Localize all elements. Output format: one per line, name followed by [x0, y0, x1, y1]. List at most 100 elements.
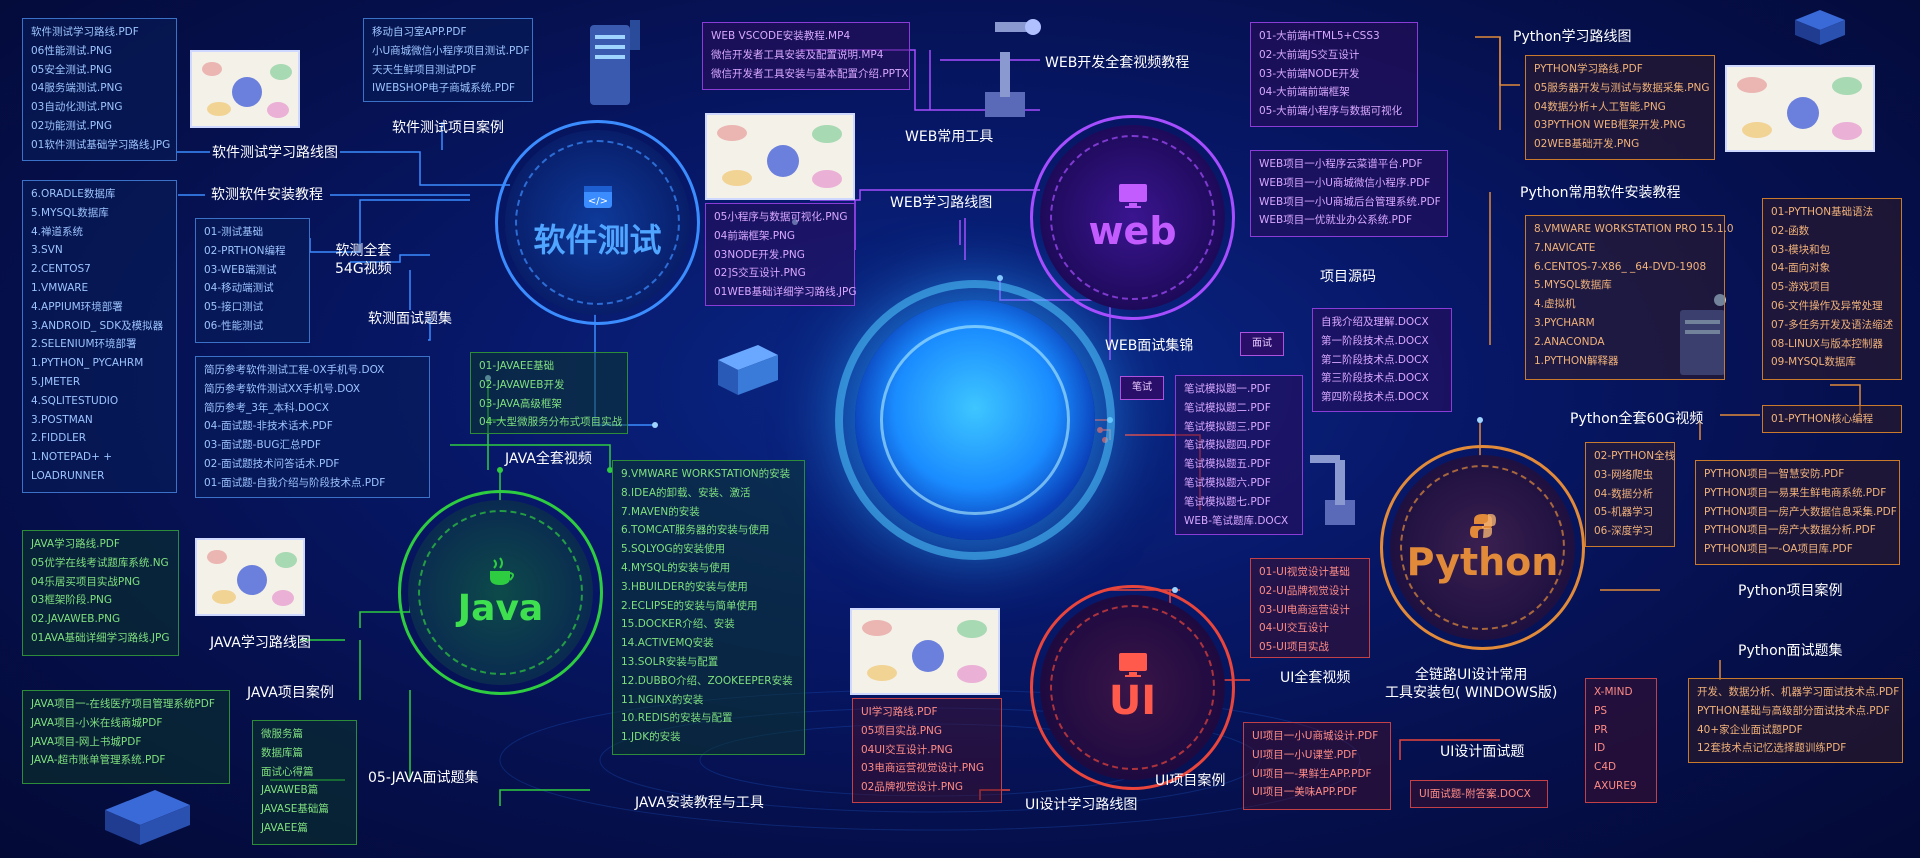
list-item[interactable]: WEB项目一小U商城后台管理系统.PDF — [1259, 195, 1441, 208]
list-item[interactable]: 14.ACTIVEMQ安装 — [621, 637, 714, 650]
list-item[interactable]: 03-JAVA高级框架 — [479, 397, 562, 410]
list-item[interactable]: 7.MAVEN的安装 — [621, 505, 700, 518]
list-item[interactable]: 5.JMETER — [31, 375, 81, 388]
list-item[interactable]: UI面试题-附答案.DOCX — [1419, 788, 1531, 800]
list-item[interactable]: PS — [1594, 704, 1607, 717]
list-item[interactable]: 4.虚拟机 — [1534, 298, 1576, 311]
list-item[interactable]: UI项目一-果鲜生APP.PDF — [1252, 767, 1372, 780]
list-item[interactable]: 2.CENTOS7 — [31, 263, 91, 276]
list-item[interactable]: 开发、数据分析、机器学习面试技术点.PDF — [1697, 686, 1900, 698]
list-item[interactable]: 13.SOLR安装与配置 — [621, 655, 719, 668]
list-item[interactable]: 2.ANACONDA — [1534, 335, 1605, 348]
list-item[interactable]: 8.IDEA的卸载、安装、激活 — [621, 486, 751, 499]
list-item[interactable]: 移动自习室APP.PDF — [372, 26, 467, 38]
roadmap-thumbnail-ui[interactable] — [850, 608, 1000, 695]
list-item[interactable]: LOADRUNNER — [31, 469, 105, 482]
list-item[interactable]: 简历参考软件测试XX手机号.DOX — [204, 382, 361, 395]
list-item[interactable]: 笔试模拟题四.PDF — [1184, 439, 1271, 452]
list-item[interactable]: 笔试模拟题三.PDF — [1184, 420, 1271, 433]
list-item[interactable]: 05安全测试.PNG — [31, 63, 113, 76]
list-item[interactable]: 笔试模拟题七.PDF — [1184, 495, 1271, 508]
list-item[interactable]: 微服务篇 — [261, 728, 303, 740]
list-item[interactable]: 04-UI交互设计 — [1259, 622, 1329, 635]
list-item[interactable]: 02-JAVAWEB开发 — [479, 378, 565, 391]
list-item[interactable]: JAVA项目一-在线医疗项目管理系统PDF — [31, 698, 215, 710]
list-item[interactable]: 5.SQLYOG的安装使用 — [621, 543, 726, 556]
list-item[interactable]: 02-函数 — [1771, 224, 1810, 237]
list-item[interactable]: 04-移动端测试 — [204, 282, 274, 295]
list-item[interactable]: 1.NOTEPAD+ + — [31, 451, 113, 464]
list-item[interactable]: 02-UI品牌视觉设计 — [1259, 584, 1350, 597]
list-item[interactable]: 01-测试基础 — [204, 226, 264, 238]
list-item[interactable]: 1.PYTHON解释器 — [1534, 354, 1619, 367]
list-item[interactable]: WEB VSCODE安装教程.MP4 — [711, 30, 851, 42]
list-item[interactable]: 简历参考_3年_本科.DOCX — [204, 401, 329, 414]
list-item[interactable]: UI项目一小U课堂.PDF — [1252, 748, 1358, 761]
list-item[interactable]: 笔试模拟题二.PDF — [1184, 401, 1271, 414]
list-item[interactable]: 6.ORADLE数据库 — [31, 188, 116, 200]
list-item[interactable]: 简历参考软件测试工程-0X手机号.DOX — [204, 364, 385, 376]
list-item[interactable]: C4D — [1594, 761, 1617, 774]
list-item[interactable]: UI学习路线.PDF — [861, 706, 938, 718]
roadmap-thumbnail-python[interactable] — [1725, 65, 1875, 152]
list-item[interactable]: 1.PYTHON_ PYCAHRM — [31, 357, 144, 370]
list-item[interactable]: 6.CENTOS-7-X86_ _64-DVD-1908 — [1534, 260, 1707, 273]
list-item[interactable]: 04乐居买项目实战PNG — [31, 575, 141, 588]
list-item[interactable]: 10.REDIS的安装与配置 — [621, 712, 733, 725]
list-item[interactable]: PYTHON项目一房产大数据分析.PDF — [1704, 524, 1876, 537]
list-item[interactable]: 12套技术点记忆选择题训练PDF — [1697, 742, 1847, 755]
list-item[interactable]: 06-性能测试 — [204, 319, 264, 332]
list-item[interactable]: JAVAEE篇 — [261, 821, 308, 834]
list-item[interactable]: 03电商运营视觉设计.PNG — [861, 762, 985, 775]
list-item[interactable]: 05-机器学习 — [1594, 506, 1654, 519]
list-item[interactable]: 04-面试题-非技术话术.PDF — [204, 420, 333, 433]
list-item[interactable]: 8.VMWARE WORKSTATION PRO 15.1.0 — [1534, 223, 1734, 235]
list-item[interactable]: 05-游戏项目 — [1771, 281, 1831, 294]
list-item[interactable]: 小U商城微信小程序项目测试.PDF — [372, 44, 530, 57]
list-item[interactable]: WEB项目一小程序云菜谱平台.PDF — [1259, 158, 1423, 170]
list-item[interactable]: 02.JAVAWEB.PNG — [31, 613, 121, 626]
list-item[interactable]: WEB项目一优就业办公系统.PDF — [1259, 214, 1413, 227]
list-item[interactable]: 01-面试题-自我介绍与阶段技术点.PDF — [204, 476, 386, 489]
list-item[interactable]: 01-大前端HTML5+CSS3 — [1259, 30, 1380, 42]
list-item[interactable]: JAVA项目-小米在线商城PDF — [31, 716, 163, 729]
list-item[interactable]: 软件测试学习路线.PDF — [31, 26, 139, 38]
list-item[interactable]: 7.NAVICATE — [1534, 241, 1596, 254]
list-item[interactable]: 微信开发者工具安装及配置说明.MP4 — [711, 48, 884, 61]
list-item[interactable]: PYTHON项目一智慧安防.PDF — [1704, 468, 1845, 480]
list-item[interactable]: 03-WEB端测试 — [204, 263, 277, 276]
list-item[interactable]: 04-数据分析 — [1594, 487, 1654, 500]
list-item[interactable]: 1.JDK的安装 — [621, 731, 681, 744]
list-item[interactable]: JAVA项目-网上书城PDF — [31, 735, 142, 748]
list-item[interactable]: 微信开发者工具安装与基本配置介绍.PPTX — [711, 67, 909, 80]
list-item[interactable]: 5.MYSQL数据库 — [31, 206, 109, 219]
list-item[interactable]: WEB-笔试题库.DOCX — [1184, 514, 1289, 527]
list-item[interactable]: 04-大型微服务分布式项目实战 — [479, 416, 623, 429]
hub-ui[interactable]: UI — [1030, 585, 1235, 790]
list-item[interactable]: 02-面试题技术问答话术.PDF — [204, 457, 340, 470]
roadmap-thumbnail-test[interactable] — [190, 50, 300, 128]
list-item[interactable]: ID — [1594, 742, 1606, 755]
hub-web[interactable]: web — [1030, 115, 1235, 320]
list-item[interactable]: 第二阶段技术点.DOCX — [1321, 353, 1429, 366]
web-interview-tag[interactable]: 面试 — [1240, 332, 1284, 356]
list-item[interactable]: 09-MYSQL数据库 — [1771, 356, 1856, 369]
list-item[interactable]: 02功能测试.PNG — [31, 119, 113, 132]
list-item[interactable]: PYTHON基础与高级部分面试技术点.PDF — [1697, 704, 1890, 717]
list-item[interactable]: PYTHON项目一-OA项目库.PDF — [1704, 543, 1853, 556]
list-item[interactable]: JAVA-超市账单管理系统.PDF — [31, 754, 166, 767]
list-item[interactable]: 3.POSTMAN — [31, 413, 93, 426]
list-item[interactable]: JAVA学习路线.PDF — [31, 538, 120, 550]
list-item[interactable]: 15.DOCKER介绍、安装 — [621, 618, 735, 631]
list-item[interactable]: UI项目一美味APP.PDF — [1252, 786, 1358, 799]
list-item[interactable]: X-MIND — [1594, 686, 1633, 698]
list-item[interactable]: 数据库篇 — [261, 746, 303, 759]
list-item[interactable]: 05-大前端小程序与数据可视化 — [1259, 105, 1403, 118]
list-item[interactable]: 6.TOMCAT服务器的安装与使用 — [621, 524, 770, 537]
list-item[interactable]: WEB项目一小U商城微信小程序.PDF — [1259, 176, 1431, 189]
list-item[interactable]: 1.VMWARE — [31, 281, 89, 294]
list-item[interactable]: 03-面试题-BUG汇总PDF — [204, 439, 321, 452]
list-item[interactable]: 11.NGINX的安装 — [621, 693, 704, 706]
list-item[interactable]: UI项目一小U商城设计.PDF — [1252, 730, 1379, 742]
list-item[interactable]: 08-LINUX与版本控制器 — [1771, 337, 1883, 350]
